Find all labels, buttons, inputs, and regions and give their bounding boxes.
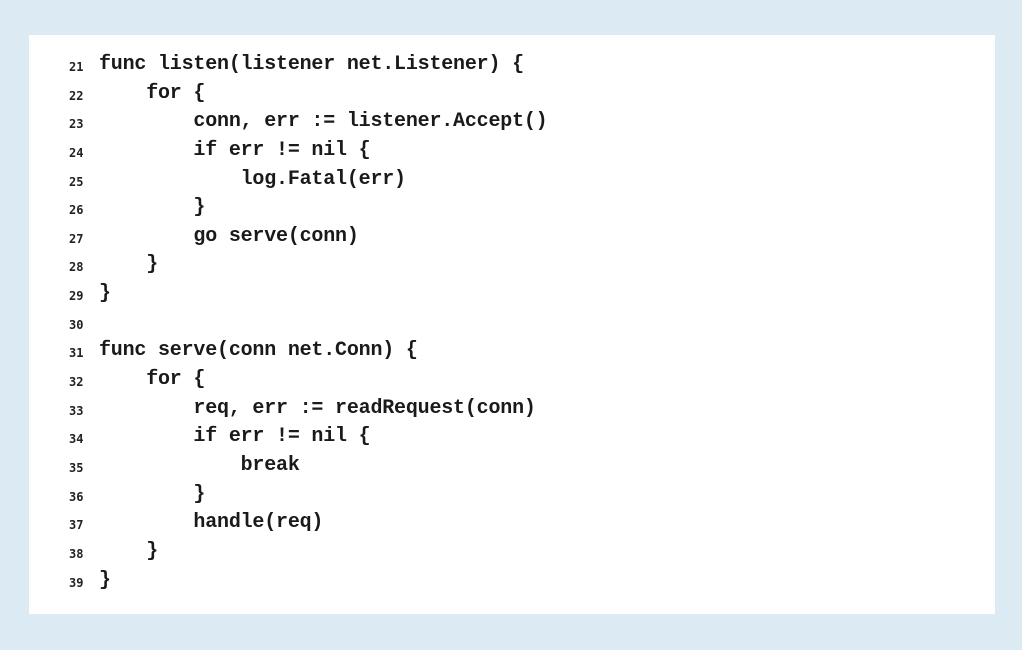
- line-number: 31: [69, 346, 84, 361]
- code-text: }: [99, 253, 159, 277]
- line-number: 30: [69, 317, 84, 332]
- line-number: 22: [69, 88, 84, 103]
- code-text: conn, err := listener.Accept(): [99, 110, 548, 134]
- line-number: 21: [69, 60, 84, 74]
- code-text: }: [99, 539, 159, 563]
- code-text: log.Fatal(err): [99, 167, 406, 191]
- code-text: }: [99, 482, 206, 506]
- code-text: handle(req): [99, 511, 324, 535]
- line-number: 27: [69, 231, 84, 246]
- line-number: 23: [69, 117, 84, 132]
- code-text: if err != nil {: [99, 138, 371, 162]
- code-text: go serve(conn): [99, 224, 359, 248]
- code-text: break: [99, 453, 300, 477]
- line-number: 35: [69, 460, 84, 475]
- line-number: 34: [69, 432, 84, 447]
- line-number: 36: [69, 489, 84, 504]
- code-text: }: [99, 196, 206, 220]
- line-number: 24: [69, 145, 84, 160]
- code-text: }: [99, 282, 111, 306]
- line-number: 39: [69, 575, 84, 590]
- code-text: if err != nil {: [99, 425, 371, 449]
- line-number: 32: [69, 375, 84, 390]
- code-text: for {: [99, 368, 206, 392]
- code-text: req, err := readRequest(conn): [99, 396, 536, 420]
- code-text: }: [99, 568, 111, 592]
- line-number: 26: [69, 203, 84, 218]
- code-text: for {: [99, 81, 206, 105]
- code-text: func serve(conn net.Conn) {: [99, 339, 418, 363]
- line-number: 38: [69, 546, 84, 561]
- line-number: 33: [69, 403, 84, 418]
- line-number: 29: [69, 289, 84, 304]
- line-number: 28: [69, 260, 84, 275]
- line-number: 37: [69, 518, 84, 533]
- code-panel: 21 func listen(listener net.Listener) { 2…: [29, 35, 995, 614]
- line-number: 25: [69, 174, 84, 189]
- code-text: func listen(listener net.Listener) {: [99, 53, 524, 76]
